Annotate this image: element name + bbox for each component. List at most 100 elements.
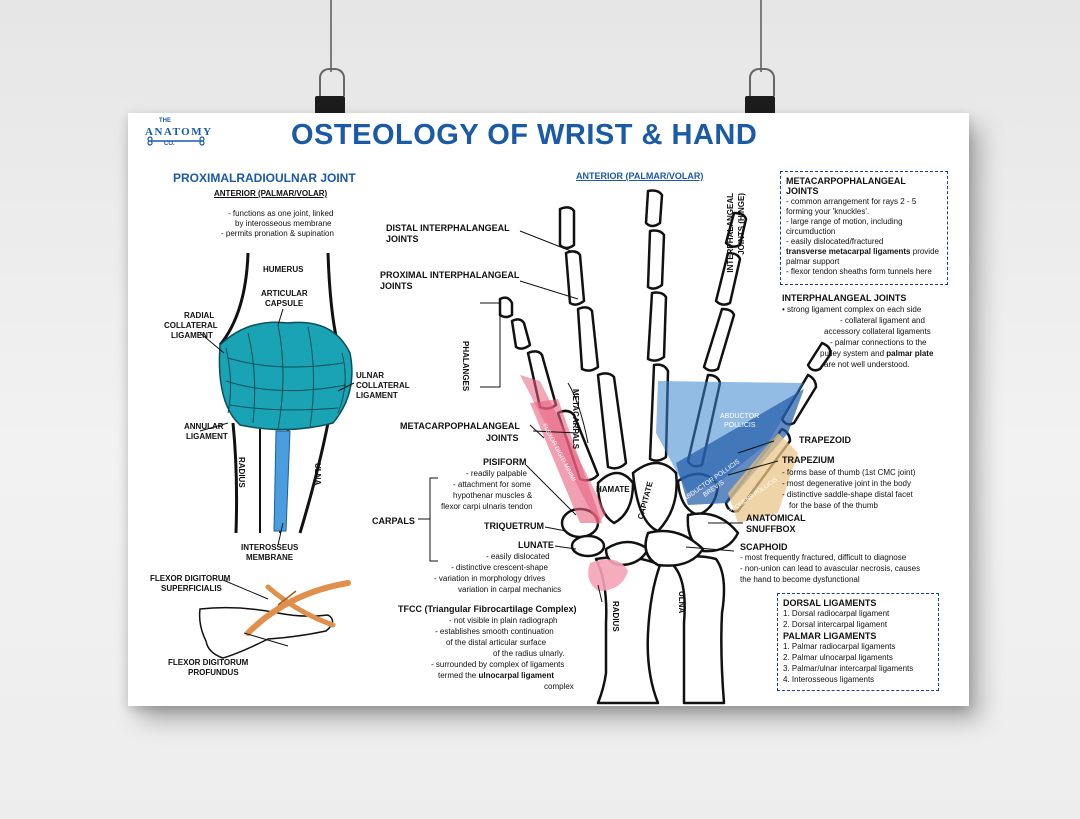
tfcc-note-6-pre: termed the — [438, 671, 479, 680]
mcp-box-line-3: - large range of motion, including — [786, 217, 903, 226]
label-ulnar-1: ULNAR — [356, 371, 384, 380]
left-note-2: by interosseous membrane — [235, 219, 332, 228]
left-subheading: ANTERIOR (PALMAR/VOLAR) — [214, 189, 328, 198]
lunate-note-2: - distinctive crescent-shape — [451, 563, 548, 572]
label-ip-hinge-2: JOINTS (HINGE) — [737, 193, 746, 255]
flexor-tendons-illustration — [198, 579, 351, 659]
binder-clip-left-arm — [319, 68, 345, 96]
lunate-note-1: - easily dislocated — [486, 552, 550, 561]
mcp-box-bold-end: provide — [910, 247, 939, 256]
palmar-ligaments-title: PALMAR LIGAMENTS — [783, 631, 877, 641]
hanging-wire-left — [330, 0, 332, 72]
label-abductor-pollicis-1: ABDUCTOR — [720, 413, 760, 420]
mcp-box-title-1: METACARPOPHALANGEAL — [786, 176, 906, 186]
anatomy-illustrations — [198, 189, 832, 705]
dorsal-ligament-2: 2. Dorsal intercarpal ligament — [783, 620, 888, 629]
center-subheading: ANTERIOR (PALMAR/VOLAR) — [576, 171, 704, 181]
left-note-3: - permits pronation & supination — [221, 229, 334, 238]
label-abductor-pollicis-2: POLLICIS — [724, 422, 756, 429]
scaphoid-note-3: the hand to become dysfunctional — [740, 575, 860, 584]
tfcc-note-3: of the distal articular surface — [446, 638, 547, 647]
label-radial-1: RADIAL — [184, 311, 215, 320]
lunate-note-4: variation in carpal mechanics — [458, 585, 562, 594]
label-phalanges: PHALANGES — [461, 341, 470, 392]
tfcc-note-7: complex — [544, 682, 574, 691]
mcp-box-line-5: - easily dislocated/fractured — [786, 237, 884, 246]
binder-clip-left — [315, 96, 345, 114]
mcp-box-line-2: forming your 'knuckles'. — [786, 207, 870, 216]
hand-muscles — [520, 375, 804, 591]
mcp-info-box — [780, 171, 948, 285]
label-annular-1: ANNULAR — [184, 422, 224, 431]
label-radial-3: LIGAMENT — [171, 331, 213, 340]
logo-main-text: ANATOMY — [145, 126, 213, 138]
label-tfcc: TFCC (Triangular Fibrocartilage Complex) — [398, 604, 577, 614]
trapezium-note-4: for the base of the thumb — [789, 501, 878, 510]
mcp-box-line-7: palmar support — [786, 257, 840, 266]
label-triquetrum: TRIQUETRUM — [484, 521, 544, 531]
label-snuffbox-2: SNUFFBOX — [746, 524, 796, 534]
palmar-ligament-3: 3. Palmar/ulnar intercarpal ligaments — [783, 664, 914, 673]
label-carpals: CARPALS — [372, 516, 415, 526]
mcp-box-line-6: transverse metacarpal ligaments provide — [786, 247, 939, 256]
ip-joints-title: INTERPHALANGEAL JOINTS — [782, 293, 907, 303]
pisiform-note-4: flexor carpi ulnaris tendon — [441, 502, 533, 511]
label-mcp-2: JOINTS — [486, 433, 519, 443]
anatomy-poster: THE ANATOMY CO. OSTEOLOGY OF WRIST & HAN… — [128, 113, 969, 706]
dorsal-ligaments-title: DORSAL LIGAMENTS — [783, 598, 877, 608]
ip-line-2: - collateral ligament and — [840, 316, 925, 325]
label-hamate: HAMATE — [596, 485, 630, 494]
label-trapezium: TRAPEZIUM — [782, 455, 835, 465]
label-radius-wrist: RADIUS — [611, 601, 620, 632]
tfcc-note-6: termed the ulnocarpal ligament — [438, 671, 554, 680]
label-pip-1: PROXIMAL INTERPHALANGEAL — [380, 270, 520, 280]
ip-line-3: accessory collateral ligaments — [824, 327, 931, 336]
mcp-box-line-8: - flexor tendon sheaths form tunnels her… — [786, 267, 932, 276]
label-annular-2: LIGAMENT — [186, 432, 228, 441]
label-fds-2: SUPERFICIALIS — [161, 584, 222, 593]
ip-line-5-text: pulley system and — [820, 349, 887, 358]
mcp-box-bold: transverse metacarpal ligaments — [786, 247, 911, 256]
palmar-ligament-4: 4. Interosseous ligaments — [783, 675, 875, 684]
dorsal-ligament-1: 1. Dorsal radiocarpal ligament — [783, 609, 890, 618]
poster-title: OSTEOLOGY OF WRIST & HAND — [291, 119, 758, 151]
elbow-ligaments — [218, 321, 353, 431]
label-mcp-1: METACARPOPHALANGEAL — [400, 421, 520, 431]
label-metacarpals: METACARPALS — [571, 389, 580, 450]
tfcc-note-5: - surrounded by complex of ligaments — [431, 660, 565, 669]
hanging-wire-right — [760, 0, 762, 72]
ligaments-box — [777, 593, 939, 691]
logo-bottom-text: CO. — [164, 141, 175, 147]
left-heading: PROXIMALRADIOULNAR JOINT — [173, 171, 356, 185]
ip-line-6: are not well understood. — [824, 360, 910, 369]
label-pip-2: JOINTS — [380, 281, 413, 291]
label-ulnar-3: LIGAMENT — [356, 391, 398, 400]
scaphoid-note-1: - most frequently fractured, difficult t… — [740, 553, 907, 562]
pisiform-note-3: hypothenar muscles & — [453, 491, 533, 500]
ip-line-4: - palmar connections to the — [830, 338, 927, 347]
mcp-box-title-2: JOINTS — [786, 186, 819, 196]
label-scaphoid: SCAPHOID — [740, 542, 788, 552]
label-fdp-2: PROFUNDUS — [188, 668, 239, 677]
label-fdp-1: FLEXOR DIGITORUM — [168, 658, 249, 667]
label-radius-elbow: RADIUS — [237, 457, 246, 488]
label-humerus: HUMERUS — [263, 265, 304, 274]
label-fds-1: FLEXOR DIGITORUM — [150, 574, 231, 583]
scaphoid-note-2: - non-union can lead to avascular necros… — [740, 564, 921, 573]
lunate-note-3: - variation in morphology drives — [434, 574, 546, 583]
label-lunate: LUNATE — [518, 540, 554, 550]
mcp-box-line-1: - common arrangement for rays 2 - 5 — [786, 197, 917, 206]
tfcc-note-2: - establishes smooth continuation — [435, 627, 554, 636]
left-note-1: - functions as one joint, linked — [228, 209, 334, 218]
ip-line-5: pulley system and palmar plate — [820, 349, 933, 358]
pisiform-note-1: - readily palpable — [466, 469, 527, 478]
ip-line-1: • strong ligament complex on each side — [782, 305, 922, 314]
label-ip-hinge-1: INTERPHALANGEAL — [726, 193, 735, 273]
logo-top-text: THE — [159, 118, 171, 124]
label-articular-1: ARTICULAR — [261, 289, 308, 298]
trapezium-note-2: - most degenerative joint in the body — [782, 479, 911, 488]
binder-clip-right-arm — [749, 68, 775, 96]
ip-line-5-bold: palmar plate — [886, 349, 934, 358]
binder-clip-right — [745, 96, 775, 114]
tfcc-note-4: of the radius ulnarly. — [493, 649, 565, 658]
